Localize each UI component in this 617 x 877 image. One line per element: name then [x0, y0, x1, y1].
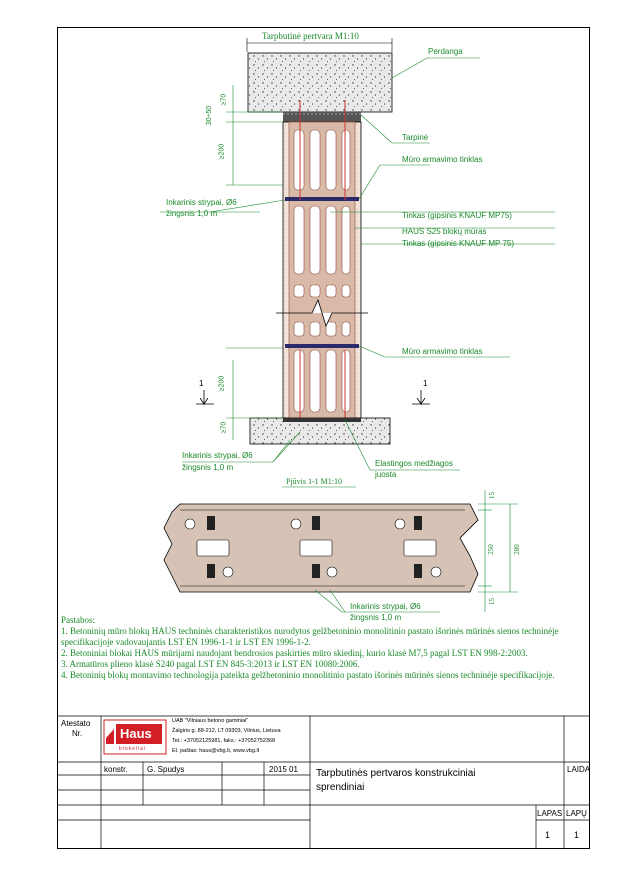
label-inkarinis-1a: Inkarinis strypai, Ø6 — [166, 198, 237, 207]
break-line — [276, 298, 368, 328]
label-inkarinis-1b: žingsnis 1,0 m — [166, 209, 218, 218]
elastic-strip — [283, 418, 361, 422]
label-inkarinis-2a: Inkarinis strypai, Ø6 — [182, 451, 253, 460]
label-muro-tinklas-2: Mūro armavimo tinklas — [402, 347, 483, 356]
section-marks — [196, 390, 430, 406]
dim-70-top: ≥70 — [220, 93, 228, 106]
note-1: 1. Betoninių mūro blokų HAUS techninės c… — [61, 626, 559, 647]
dim-30-50: 30÷50 — [206, 105, 214, 126]
dim-200-bottom: ≥200 — [218, 375, 226, 392]
gasket — [283, 112, 361, 122]
logo-word: Haus — [120, 726, 152, 741]
floor-slab — [249, 417, 391, 445]
title-block: Atestato Nr. Haus blokeliai UAB "Vilniau… — [57, 716, 590, 849]
konstr-label: konstr. — [104, 765, 128, 774]
section-label-a: Inkarinis strypai, Ø6 — [350, 602, 421, 611]
logo-sub: blokeliai — [119, 746, 147, 752]
label-inkarinis-2b: žingsnis 1,0 m — [182, 463, 234, 472]
lapas-label: LAPAS — [537, 809, 563, 818]
haus-logo — [116, 724, 162, 744]
drawing-sheet-border — [57, 27, 590, 849]
block-wall — [276, 100, 368, 440]
section-mark-right: 1 — [423, 379, 428, 388]
dim-70-bottom: ≥70 — [220, 421, 228, 434]
company-line-4: El. paštas: haus@vbg.lt, www.vbg.lt — [172, 748, 260, 754]
section-label-b: žingsnis 1,0 m — [350, 613, 402, 622]
sheet-title-line-1: Tarpbutinės pertvaros konstrukciniai — [316, 768, 476, 779]
label-tinkas-2: Tinkas (gipsinis KNAUF MP 75) — [402, 239, 515, 248]
plan-section — [163, 490, 518, 613]
leader-lines — [160, 57, 555, 471]
title-block-grid — [57, 715, 590, 849]
laida-label: LAIDA — [567, 765, 591, 774]
section-mark-left: 1 — [199, 379, 204, 388]
vertical-dims — [226, 85, 283, 440]
drawing-title: Tarpbutinė pertvara M1:10 — [262, 31, 359, 41]
label-tinkas-1: Tinkas (gipsinis KNAUF MP75) — [402, 211, 512, 220]
lapu-value: 1 — [574, 830, 580, 840]
sdim-250: 250 — [486, 544, 495, 555]
label-perdanga: Perdanga — [428, 47, 463, 56]
label-tarpine: Tarpinė — [402, 133, 429, 142]
notes-heading: Pastabos: — [61, 615, 96, 625]
label-elastingos-b: juosta — [375, 470, 397, 479]
company-line-2: Žalgirio g. 88-212, LT 09303, Vilnius, L… — [172, 728, 281, 734]
drawing-date: 2015 01 — [269, 765, 298, 774]
note-3: 3. Armatūros plieno klasė S240 pagal LST… — [61, 659, 360, 669]
atestato-nr: Nr. — [72, 729, 83, 738]
note-4: 4. Betoninių blokų montavimo technologij… — [61, 670, 555, 680]
notes-block: Pastabos: 1. Betoninių mūro blokų HAUS t… — [61, 615, 561, 681]
sdim-15-bottom: 15 — [488, 598, 496, 605]
lapu-label: LAPŲ — [566, 809, 587, 818]
company-line-3: Tel.: +37052125981, faks.: +37052752368 — [172, 738, 276, 744]
sheet-title-line-2: sprendiniai — [316, 782, 365, 793]
sdim-280: 280 — [512, 544, 521, 555]
label-muro-tinklas-1: Mūro armavimo tinklas — [402, 155, 483, 164]
ceiling-slab — [247, 52, 393, 113]
label-elastingos-a: Elastingos medžiagos — [375, 459, 453, 468]
atestato-label: Atestato — [61, 719, 91, 728]
note-2: 2. Betoniniai blokai HAUS mūrijami naudo… — [61, 648, 528, 658]
sdim-15-top: 15 — [488, 492, 496, 499]
company-line-1: UAB "Vilniaus betono gaminiai" — [172, 718, 249, 724]
section-title: Pjūvis 1-1 M1:10 — [286, 477, 343, 486]
author-name: G. Spudys — [147, 765, 185, 774]
dim-200-top: ≥200 — [218, 143, 226, 160]
lapas-value: 1 — [545, 830, 551, 840]
label-haus: HAUS S25 blokų mūras — [402, 227, 487, 236]
